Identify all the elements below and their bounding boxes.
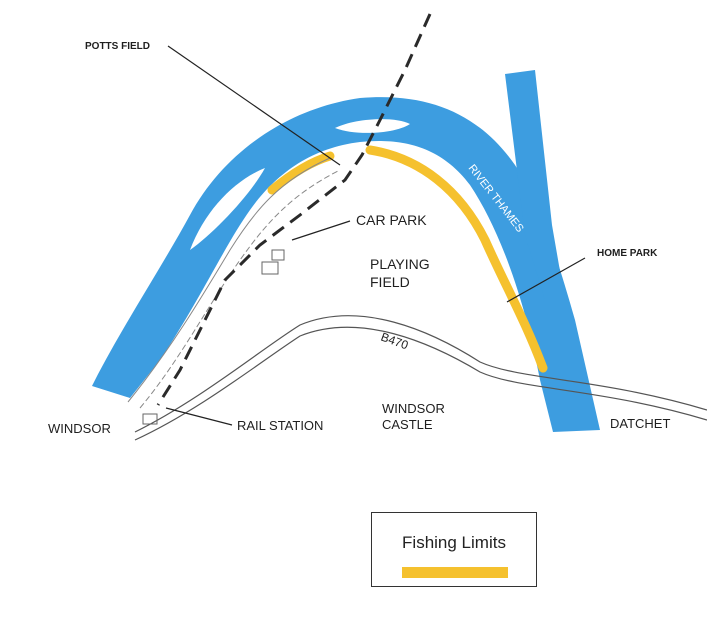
bank-outline-2 bbox=[139, 169, 341, 409]
label-home-park: HOME PARK bbox=[597, 248, 658, 259]
fishing-limits-home-park bbox=[365, 145, 548, 373]
island-west bbox=[190, 168, 265, 250]
car-park-building bbox=[261, 261, 279, 275]
road-b470 bbox=[134, 315, 707, 433]
label-potts-field: POTTS FIELD bbox=[85, 41, 150, 52]
leader-potts-field bbox=[167, 45, 341, 166]
label-windsor-castle-1: WINDSOR bbox=[382, 401, 445, 416]
legend-title: Fishing Limits bbox=[402, 533, 506, 552]
river-thames-arc bbox=[92, 97, 600, 432]
label-windsor-castle-2: CASTLE bbox=[382, 417, 433, 432]
river-branch bbox=[505, 70, 565, 300]
leader-rail-station bbox=[165, 407, 233, 426]
leader-car-park bbox=[291, 220, 351, 241]
label-rail-station: RAIL STATION bbox=[237, 418, 323, 433]
car-park-building-2 bbox=[271, 249, 285, 261]
station-building bbox=[142, 413, 158, 425]
leader-home-park bbox=[506, 257, 586, 303]
legend-swatch-fishing-limits bbox=[402, 567, 508, 578]
label-windsor: WINDSOR bbox=[48, 421, 111, 436]
bank-outline bbox=[127, 157, 331, 403]
island-north bbox=[335, 119, 410, 133]
legend: Fishing Limits bbox=[371, 512, 537, 587]
label-car-park: CAR PARK bbox=[356, 212, 427, 228]
label-playing: PLAYING bbox=[370, 256, 430, 272]
road-b470-edge bbox=[134, 326, 707, 441]
label-datchet: DATCHET bbox=[610, 416, 670, 431]
label-field: FIELD bbox=[370, 274, 410, 290]
label-road-b470: B470 bbox=[379, 330, 410, 353]
railway-line bbox=[156, 13, 432, 406]
fishing-limits-potts-field bbox=[267, 151, 335, 195]
